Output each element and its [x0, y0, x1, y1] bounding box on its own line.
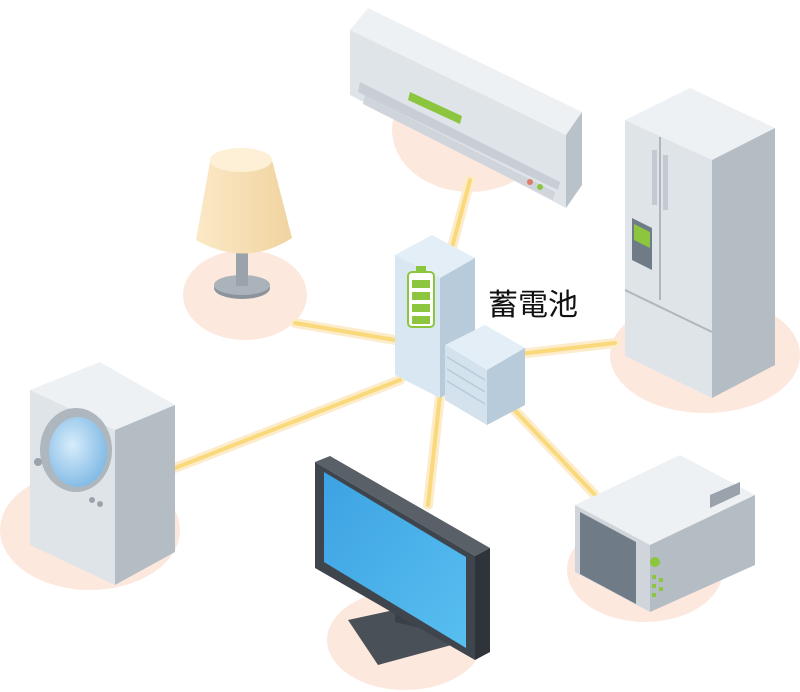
connection-washer [173, 378, 402, 470]
storage-battery-icon [395, 235, 525, 425]
washing-machine-icon [30, 362, 175, 585]
connection-aircon [448, 178, 472, 257]
connection-fridge [508, 341, 617, 357]
television-icon [315, 456, 490, 665]
air-conditioner-icon [350, 8, 582, 208]
connection-lamp [293, 321, 397, 342]
battery-label: 蓄電池 [488, 288, 578, 323]
connection-tv [426, 393, 442, 507]
refrigerator-icon [624, 88, 775, 398]
lamp-icon [196, 148, 292, 299]
microwave-icon [575, 455, 755, 612]
connection-lines [170, 175, 620, 510]
connection-microwave [503, 398, 597, 497]
